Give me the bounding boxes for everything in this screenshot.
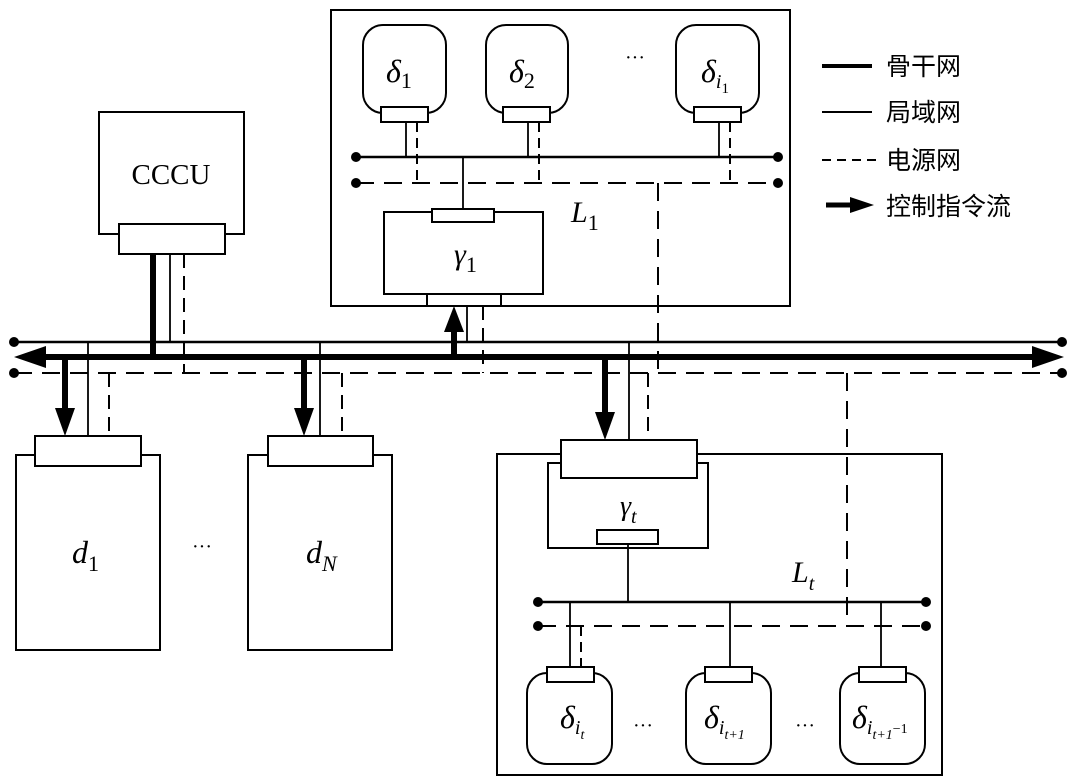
d-ellipsis: ···	[192, 536, 212, 558]
delta-node-2[interactable]	[485, 24, 569, 123]
device-dN[interactable]	[247, 435, 393, 651]
L1-label: L1	[570, 196, 599, 235]
legend-item-power: 电源网	[822, 146, 961, 175]
delta-1-label: δ1	[386, 53, 412, 93]
control-arrow-down-icon	[55, 408, 75, 436]
local-network-L1	[330, 9, 791, 373]
control-arrow-down-icon	[294, 408, 314, 436]
dN-label: dN	[306, 534, 338, 576]
control-arrow-down-icon	[595, 412, 615, 440]
delta-node-it1[interactable]	[685, 666, 772, 765]
svg-text:控制指令流: 控制指令流	[886, 192, 1011, 221]
legend-item-backbone: 骨干网	[822, 52, 961, 81]
bottom-ellipsis-2: ···	[795, 715, 815, 737]
delta-node-it1-minus-1[interactable]	[839, 666, 926, 765]
main-bus	[9, 337, 1067, 378]
delta-node-i1[interactable]	[675, 24, 760, 123]
svg-text:局域网: 局域网	[886, 98, 961, 127]
arrow-right-icon	[850, 197, 874, 213]
svg-text:电源网: 电源网	[886, 146, 961, 175]
legend: 骨干网 局域网 电源网 控制指令流	[822, 52, 1011, 221]
gateway-gamma-1[interactable]	[383, 208, 544, 307]
delta-it1-label: δit+1	[704, 699, 745, 743]
cccu-node[interactable]	[98, 111, 245, 255]
top-ellipsis: ···	[625, 47, 645, 69]
delta-node-it[interactable]	[526, 666, 613, 765]
Lt-label: Lt	[791, 556, 815, 595]
device-d1[interactable]	[15, 435, 161, 651]
legend-item-lan: 局域网	[822, 98, 961, 127]
delta-it-label: δit	[560, 699, 585, 743]
svg-text:骨干网: 骨干网	[886, 52, 961, 81]
cccu-label: CCCU	[132, 159, 211, 191]
backbone-arrow-left-icon	[14, 346, 46, 368]
delta-i1-label: δi1	[701, 53, 729, 97]
gamma-1-label: γ1	[454, 238, 477, 277]
local-network-Lt	[496, 342, 943, 776]
backbone-arrow-right-icon	[1032, 346, 1064, 368]
gamma-t-label: γt	[620, 491, 637, 528]
delta-node-1[interactable]	[362, 24, 447, 123]
delta-it1m1-label: δit+1−1	[852, 699, 908, 743]
control-arrow-up-icon	[444, 306, 464, 332]
delta-2-label: δ2	[509, 53, 535, 93]
legend-item-control-flow: 控制指令流	[826, 192, 1011, 221]
d1-label: d1	[72, 534, 99, 576]
gateway-gamma-t[interactable]	[547, 439, 709, 549]
bottom-ellipsis-1: ···	[633, 715, 653, 737]
